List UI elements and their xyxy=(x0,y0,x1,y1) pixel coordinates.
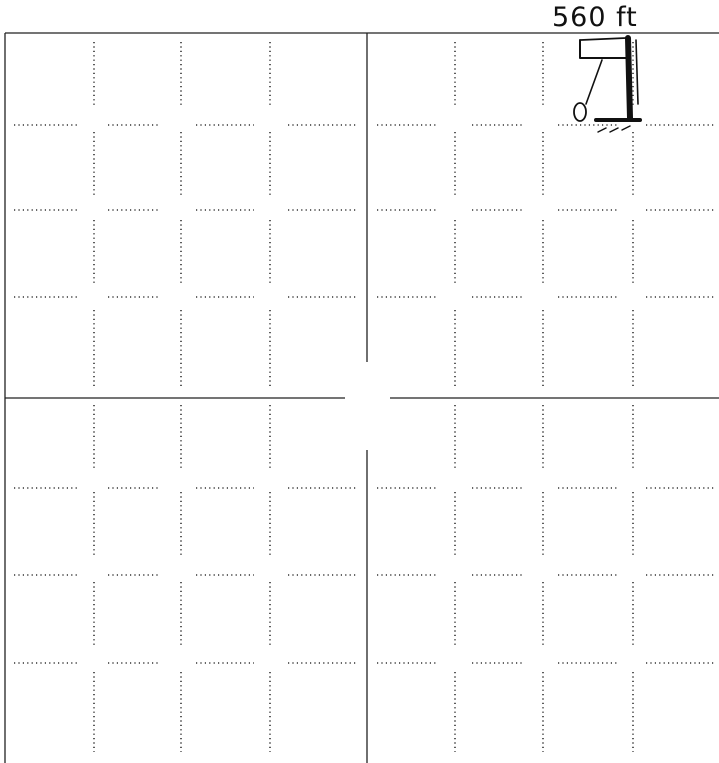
observer-head xyxy=(574,103,586,121)
dotted-grid xyxy=(14,42,716,752)
building-wall-edge xyxy=(636,40,638,104)
building-sketch: 560 ft xyxy=(552,2,640,132)
ground-hatch xyxy=(598,126,630,132)
building-wall xyxy=(628,38,630,118)
height-label: 560 ft xyxy=(552,2,638,33)
building-outline xyxy=(580,40,628,58)
sight-line xyxy=(586,60,602,104)
quadrant-grid xyxy=(5,33,719,763)
building-outline xyxy=(581,38,626,40)
